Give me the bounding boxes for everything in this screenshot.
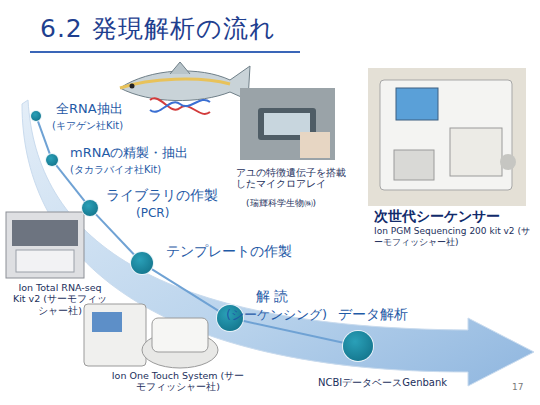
step-circle: 解 読(シーケンシング) <box>217 305 243 331</box>
step-sublabel: (キアゲン社Kit) <box>52 119 123 133</box>
fish-illustration <box>120 62 250 114</box>
sequencer-photo <box>368 68 526 206</box>
title-rule <box>30 51 300 53</box>
kit-name: Ion Total RNA-seq Kit v2 (サーモフィッシャー社) <box>12 282 108 316</box>
step-circle: テンプレートの作製 <box>131 252 153 274</box>
step-circle: mRNAの精製・抽出(タカラバイオ社Kit) <box>46 154 58 166</box>
one-touch-photo <box>84 304 218 368</box>
step-label: ライブラリの作製 <box>106 187 218 205</box>
step-label: mRNAの精製・抽出 <box>70 144 188 162</box>
flow-connector <box>95 214 134 255</box>
step-label: テンプレートの作製 <box>166 243 292 261</box>
step-label: 全RNA抽出 <box>56 100 123 118</box>
step-circle: 全RNA抽出(キアゲン社Kit) <box>31 111 41 121</box>
flow-connector <box>151 269 219 311</box>
flow-connector <box>243 321 344 343</box>
step-sublabel: (シーケンシング) <box>226 306 327 324</box>
caption-text: アユの特徴遺伝子を搭載したマイクロアレイ <box>236 167 354 190</box>
kit-name: Ion PGM Sequencing 200 kit v2 (サーモフィッシャー… <box>374 226 534 248</box>
database-name: NCBIデータベースGenbank <box>318 377 478 389</box>
flow-connector <box>38 121 50 155</box>
device-name: Ion One Touch System (サーモフィッシャー社) <box>108 370 248 393</box>
step-sublabel: (PCR) <box>136 206 169 220</box>
page-number: 17 <box>512 382 536 393</box>
step-circle: ライブラリの作製(PCR) <box>82 200 98 216</box>
device-name: 次世代シーケンサー <box>374 208 534 225</box>
microarray-photo <box>240 88 335 160</box>
reagent-kit-photo <box>6 212 84 278</box>
maker-name: (瑞輝科学生物㈱) <box>246 198 356 209</box>
step-label: データ解析 <box>338 306 408 324</box>
step-circle: データ解析 <box>343 331 373 361</box>
slide-title: 6.2 発現解析の流れ <box>40 12 276 45</box>
step-sublabel: (タカラバイオ社Kit) <box>70 163 161 177</box>
step-label: 解 読 <box>256 288 288 306</box>
